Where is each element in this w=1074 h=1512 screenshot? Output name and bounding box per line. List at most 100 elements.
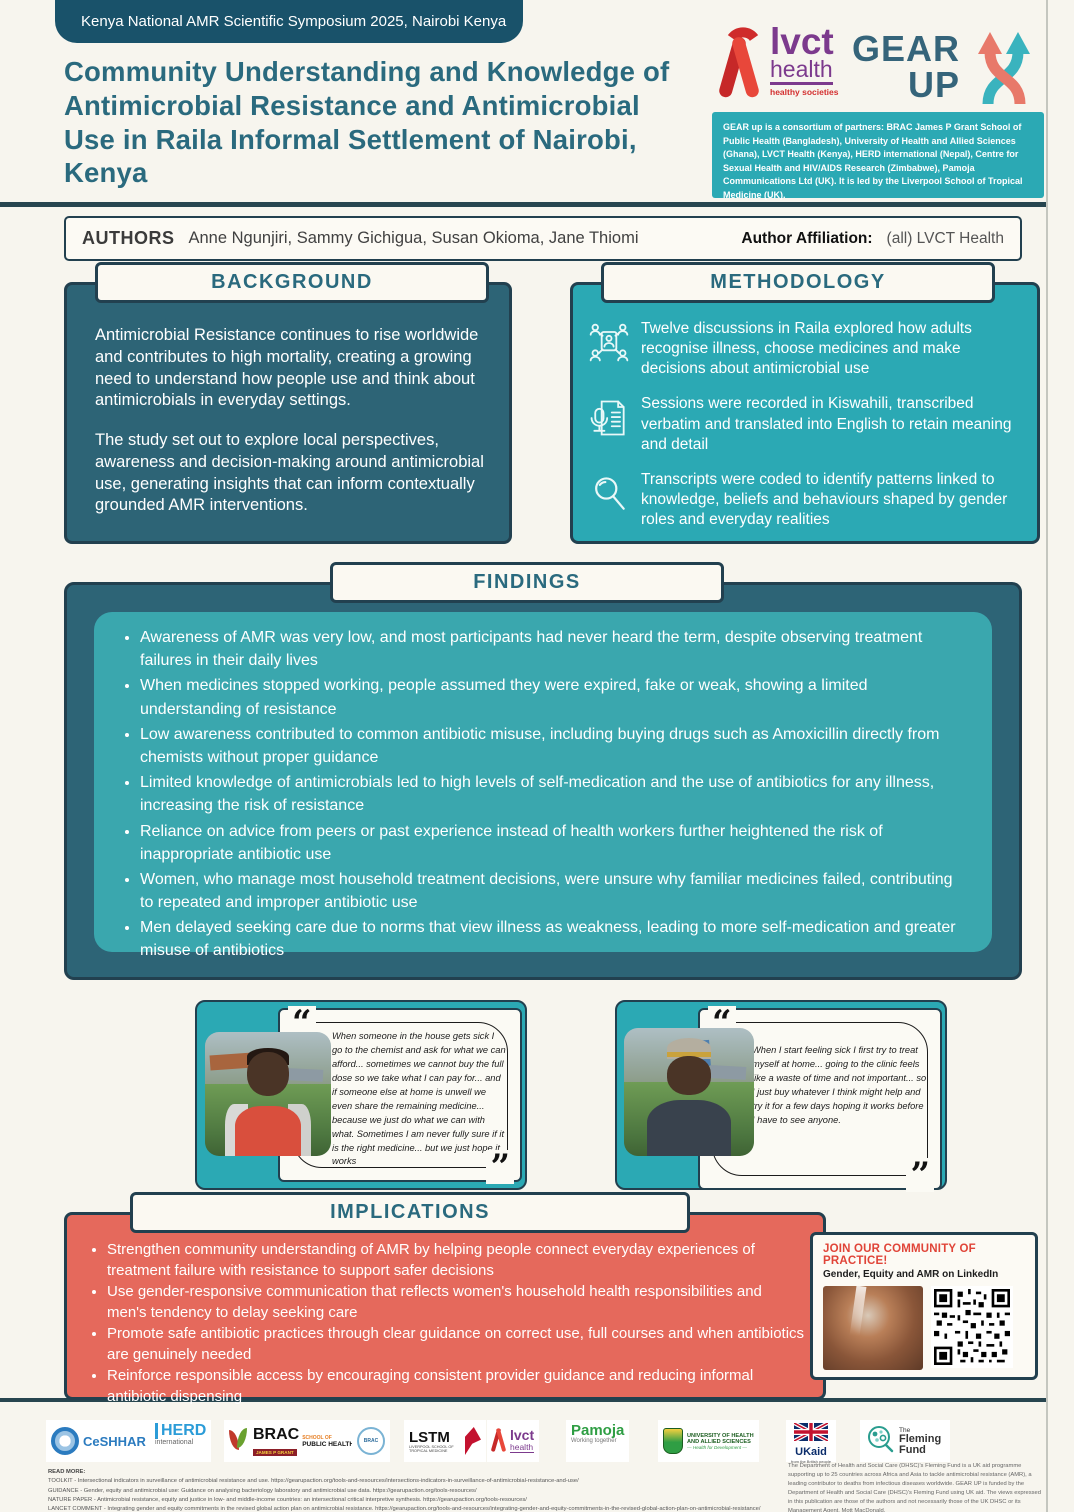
photo-dark-jacket — [647, 1099, 731, 1156]
brac-badge: JAMES P GRANT — [253, 1448, 297, 1456]
methodology-item-text: Sessions were recorded in Kiswahili, tra… — [641, 395, 1012, 453]
ukaid-sub: from the British people — [791, 1459, 832, 1464]
photo-person-face — [666, 1056, 712, 1095]
footer-logo-pamoja: Pamoja Working together — [566, 1420, 630, 1462]
fleming-the: The — [899, 1426, 911, 1434]
implication-bullet: Strengthen community understanding of AM… — [107, 1239, 805, 1281]
uhas-label2: AND ALLIED SCIENCES — [687, 1438, 751, 1445]
affiliation-value: (all) LVCT Health — [886, 229, 1004, 247]
photo-beanie-stripe — [666, 1052, 712, 1058]
join-subtitle: Gender, Equity and AMR on LinkedIn — [823, 1269, 999, 1280]
lstm-sub: LIVERPOOL SCHOOL OF TROPICAL MEDICINE — [409, 1444, 454, 1453]
background-panel: Antimicrobial Resistance continues to ri… — [64, 282, 512, 544]
banner-text: Kenya National AMR Scientific Symposium … — [81, 13, 507, 30]
footer-logo-brac-jpgsph: BRAC SCHOOL OF PUBLIC HEALTH JAMES P GRA… — [224, 1420, 360, 1462]
photo-red-shirt — [235, 1106, 301, 1156]
magnifier-icon — [585, 470, 633, 516]
brac-leaf-icon — [229, 1428, 249, 1454]
brac-school1: SCHOOL OF — [302, 1434, 332, 1441]
lvct-health-logo: lvct health healthy societies — [710, 21, 850, 108]
finding-bullet: Men delayed seeking care due to norms th… — [140, 916, 966, 962]
background-paragraph-2: The study set out to explore local persp… — [95, 431, 484, 515]
lvct-wordmark: lvct health healthy societies — [770, 21, 839, 108]
quote-text-man: When I start feeling sick I first try to… — [752, 1045, 927, 1125]
photo-roofs — [287, 1068, 324, 1083]
man-photo — [624, 1028, 754, 1156]
lvct-health-word: health — [770, 57, 833, 85]
gearup-word-gear: GEAR — [852, 28, 961, 69]
findings-heading: FINDINGS — [330, 562, 724, 603]
implications-heading: IMPLICATIONS — [130, 1192, 690, 1233]
footer-logo-lvct: lvct health — [487, 1420, 540, 1462]
findings-list: Awareness of AMR was very low, and most … — [120, 626, 966, 963]
affiliation-label: Author Affiliation: — [741, 229, 873, 247]
uhas-shield-icon — [663, 1428, 683, 1454]
woman-photo — [205, 1032, 331, 1156]
lvct-footer-word: lvct — [510, 1427, 535, 1444]
group-discussion-icon — [585, 319, 633, 365]
read-more-line: LANCET COMMENT - Integrating gender and … — [48, 1506, 761, 1512]
methodology-item-text: Transcripts were coded to identify patte… — [641, 470, 1008, 529]
join-community-box: JOIN OUR COMMUNITY OF PRACTICE! Gender, … — [810, 1232, 1038, 1380]
join-media-row — [823, 1286, 1025, 1370]
transcription-icon — [585, 394, 633, 440]
lvct-word: lvct — [770, 21, 834, 62]
lvct-mini-ribbon-icon — [490, 1427, 507, 1454]
partners-note: GEAR up is a consortium of partners: BRA… — [712, 112, 1044, 200]
qr-code — [931, 1286, 1013, 1368]
brac-label: BRAC — [253, 1425, 300, 1443]
close-quote-icon: ” — [906, 1158, 934, 1192]
ceshhar-circle-icon — [51, 1427, 79, 1455]
authors-label: AUTHORS — [82, 228, 175, 248]
ceshhar-label: CeSHHAR — [83, 1433, 146, 1449]
authors-names: Anne Ngunjiri, Sammy Gichigua, Susan Oki… — [188, 229, 639, 247]
quote-text-woman: When someone in the house gets sick I go… — [332, 1031, 506, 1167]
funder-note: The Department of Health and Social Care… — [788, 1463, 1041, 1512]
read-more-line: GUIDANCE - Gender, equity and antimicrob… — [48, 1487, 477, 1494]
header-divider — [0, 202, 1046, 207]
footer-logo-ukaid: UKaid from the British people — [786, 1420, 837, 1464]
pamoja-sub: Working together — [571, 1438, 617, 1444]
footer-logo-brac-university-seal: BRAC — [352, 1420, 390, 1462]
methodology-heading: METHODOLOGY — [601, 262, 995, 303]
uhas-label1: UNIVERSITY OF HEALTH — [687, 1432, 754, 1439]
methodology-item: Sessions were recorded in Kiswahili, tra… — [585, 394, 1021, 454]
join-title: JOIN OUR COMMUNITY OF PRACTICE! — [823, 1243, 976, 1267]
herd-sub: international — [155, 1439, 194, 1446]
photo-roofs — [709, 1065, 747, 1081]
symposium-banner: Kenya National AMR Scientific Symposium … — [55, 0, 523, 43]
uk-flag-icon — [793, 1421, 829, 1446]
methodology-item-text: Twelve discussions in Raila explored how… — [641, 320, 972, 378]
read-more-line: TOOLKIT - Intersectional indicators in s… — [48, 1478, 579, 1485]
findings-panel: Awareness of AMR was very low, and most … — [94, 612, 992, 959]
gearup-arrows-icon — [964, 26, 1042, 113]
read-more-block: READ MORE: TOOLKIT - Intersectional indi… — [48, 1468, 768, 1512]
implications-list: Strengthen community understanding of AM… — [87, 1239, 805, 1407]
fleming-magnifier-icon — [865, 1424, 895, 1459]
footer-logo-fleming-fund: The Fleming Fund — [860, 1420, 950, 1462]
footer-logo-ceshhar: CeSHHAR — [46, 1420, 151, 1462]
implications-panel: Strengthen community understanding of AM… — [64, 1212, 826, 1405]
herd-label: HERD — [155, 1423, 206, 1439]
footer-logo-lstm: LSTM LIVERPOOL SCHOOL OF TROPICAL MEDICI… — [404, 1420, 486, 1462]
read-more-line: NATURE PAPER - Antimicrobial resistance,… — [48, 1496, 527, 1503]
background-heading: BACKGROUND — [95, 262, 489, 303]
brac-school2: PUBLIC HEALTH — [302, 1440, 355, 1448]
footer-divider — [0, 1398, 1046, 1402]
finding-bullet: Awareness of AMR was very low, and most … — [140, 626, 966, 672]
finding-bullet: Reliance on advice from peers or past ex… — [140, 820, 966, 866]
hands-photo — [823, 1286, 923, 1370]
methodology-panel: Twelve discussions in Raila explored how… — [570, 282, 1040, 544]
read-more-label: READ MORE: — [48, 1469, 86, 1475]
close-quote-icon: ” — [486, 1150, 514, 1184]
poster-title: Community Understanding and Knowledge of… — [64, 56, 670, 189]
finding-bullet: When medicines stopped working, people a… — [140, 674, 966, 720]
footer-logo-herd: HERD international — [150, 1420, 212, 1462]
uhas-sub: — Health for Development — — [687, 1444, 747, 1450]
fleming-label: Fleming Fund — [899, 1432, 942, 1456]
finding-bullet: Women, who manage most household treatme… — [140, 868, 966, 914]
lvct-tagline: healthy societies — [770, 86, 839, 97]
gearup-word-up: UP — [908, 64, 961, 105]
bracu-label: BRAC — [357, 1427, 385, 1455]
pamoja-label: Pamoja — [571, 1422, 625, 1439]
